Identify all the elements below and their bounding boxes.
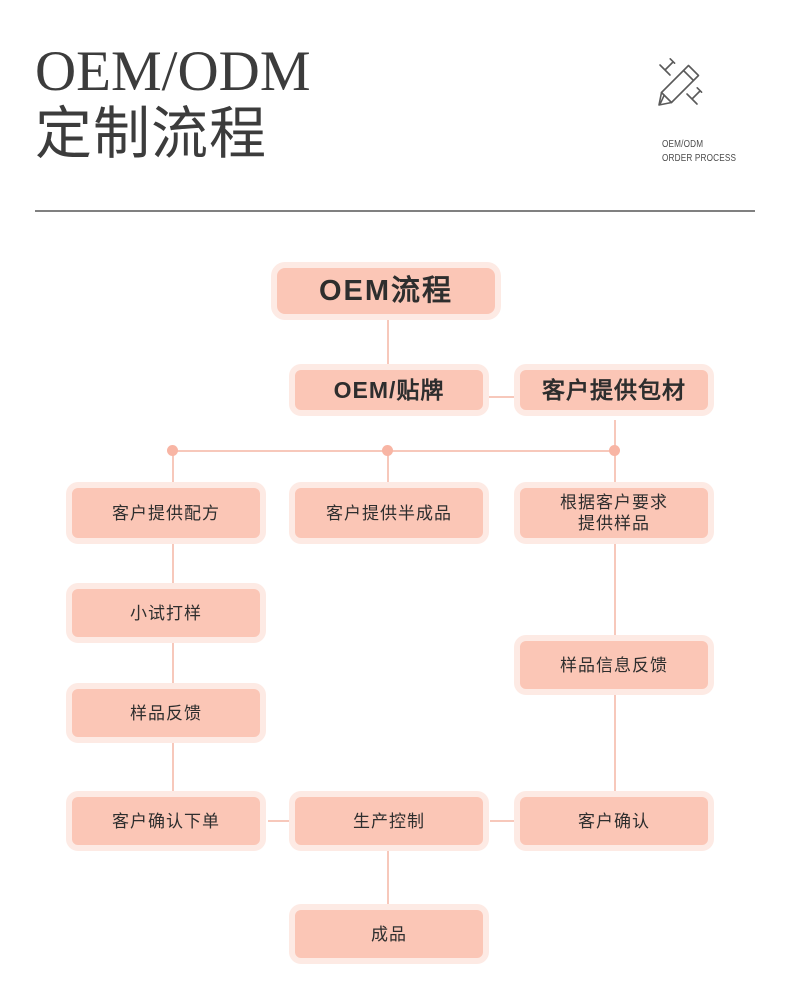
header-subtitle-line1: OEM/ODM [662,139,704,150]
flow-node-oem-process[interactable]: OEM流程 [271,262,501,320]
flow-node-trial-sample[interactable]: 小试打样 [66,583,266,643]
header-divider [35,210,755,212]
connector-n7-n8 [172,643,174,683]
flow-node-sample-feedback[interactable]: 样品反馈 [66,683,266,743]
connector-n11-n12 [490,820,514,822]
flow-node-production-control[interactable]: 生产控制 [289,791,489,851]
junction-dot-center [382,445,393,456]
flow-node-customer-formula[interactable]: 客户提供配方 [66,482,266,544]
page-title-en: OEM/ODM [35,40,311,103]
connector-bus-n6 [614,450,616,482]
flow-node-finished-product[interactable]: 成品 [289,904,489,964]
flow-node-sample-per-request-line2: 提供样品 [578,514,650,533]
flow-node-oem-label[interactable]: OEM/贴牌 [289,364,489,416]
flow-node-customer-semifinished[interactable]: 客户提供半成品 [289,482,489,544]
flow-node-customer-packaging[interactable]: 客户提供包材 [514,364,714,416]
connector-n1-n2 [387,317,389,365]
connector-n3-branchbus [614,420,616,450]
connector-bus-n5 [387,450,389,482]
connector-bus-n4 [172,450,174,482]
page-title-cn: 定制流程 [35,103,267,166]
junction-dot-left [167,445,178,456]
pencil-icon [652,56,708,112]
connector-n2-n3 [489,396,515,398]
flow-node-sample-per-request[interactable]: 根据客户要求 提供样品 [514,482,714,544]
page-header: OEM/ODM 定制流程 OEM/ODM ORDER PROCESS [0,0,790,222]
connector-n10-n11 [268,820,290,822]
flow-node-sample-per-request-line1: 根据客户要求 [560,493,668,512]
flow-node-customer-confirm[interactable]: 客户确认 [514,791,714,851]
header-subtitle: OEM/ODM ORDER PROCESS [662,138,736,166]
connector-n8-n10 [172,743,174,791]
flow-node-sample-info-feedback[interactable]: 样品信息反馈 [514,635,714,695]
flow-node-customer-confirm-order[interactable]: 客户确认下单 [66,791,266,851]
page-title: OEM/ODM 定制流程 [35,42,311,166]
connector-n11-n13 [387,851,389,904]
connector-n4-n7 [172,543,174,583]
junction-dot-right [609,445,620,456]
header-subtitle-line2: ORDER PROCESS [662,153,737,164]
connector-n9-n12 [614,694,616,791]
connector-n6-n9 [614,543,616,635]
connector-branch-bus [172,450,616,452]
